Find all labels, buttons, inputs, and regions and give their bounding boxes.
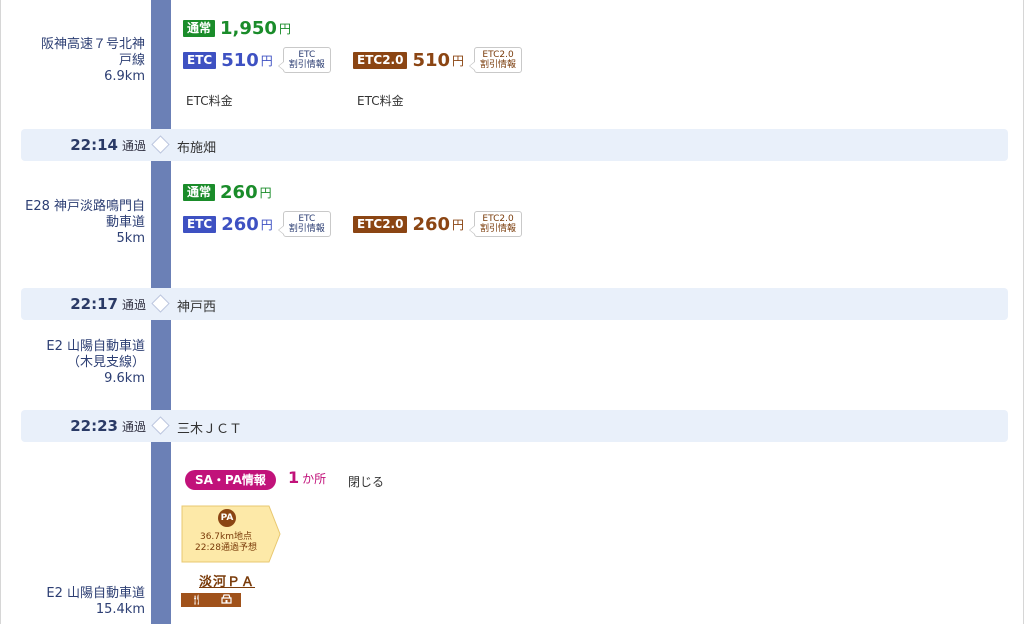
discount-label: 割引情報 <box>288 60 325 70</box>
normal-badge: 通常 <box>183 20 216 37</box>
normal-fare: 通常 260 円 <box>183 182 272 203</box>
pa-name-link[interactable]: 淡河ＰＡ <box>199 575 256 590</box>
segment-1-info: 阪神高速７号北神 戸線 6.9km <box>41 37 145 85</box>
discount-label: 割引情報 <box>480 60 517 70</box>
pass-label: 通過 <box>121 298 146 312</box>
etc2-badge: ETC2.0 <box>353 215 408 233</box>
road-name: 動車道 <box>105 215 145 230</box>
distance: 9.6km <box>104 371 145 386</box>
pass-label: 通過 <box>121 139 146 153</box>
normal-amount: 1,950 <box>220 18 277 39</box>
etc-fare: ETC 510 円 ETC 割引情報 <box>183 47 331 73</box>
interchange-name: 布施畑 <box>177 141 217 156</box>
time-value: 22:14 <box>70 136 118 154</box>
sapa-info-toggle[interactable]: SA・PA情報 <box>185 470 276 490</box>
pa-position: 36.7km地点 <box>199 532 253 542</box>
discount-label: ETC <box>298 214 316 224</box>
road-name: 阪神高速７号北神 <box>40 37 145 52</box>
distance: 5km <box>116 231 145 246</box>
segment-4-info: E2 山陽自動車道 15.4km <box>46 586 145 618</box>
pass-label: 通過 <box>121 420 146 434</box>
road-name: E2 山陽自動車道 <box>46 339 145 354</box>
normal-fare: 通常 1,950 円 <box>183 18 291 39</box>
pa-card-shape <box>181 505 281 563</box>
etc-discount-info-button[interactable]: ETC 割引情報 <box>277 47 331 73</box>
distance: 15.4km <box>95 602 145 617</box>
etc2-amount: 260 <box>412 213 451 235</box>
road-name: E28 神戸淡路鳴門自 <box>25 199 145 214</box>
waypoint-diamond-icon <box>151 294 170 313</box>
yen-unit: 円 <box>452 217 465 232</box>
etc-discount-info-button[interactable]: ETC 割引情報 <box>277 211 331 237</box>
discount-label: 割引情報 <box>288 224 325 234</box>
etc-badge: ETC <box>183 51 217 69</box>
pa-eta: 22:28通過予想 <box>195 543 257 553</box>
road-name: E2 山陽自動車道 <box>46 586 145 601</box>
yen-unit: 円 <box>259 186 272 200</box>
count-value: 1 <box>288 468 300 487</box>
close-sapa-button[interactable]: 閉じる <box>348 475 385 489</box>
etc2-badge: ETC2.0 <box>353 51 408 69</box>
yen-unit: 円 <box>452 53 465 68</box>
etc2-note: ETC料金 <box>357 94 404 108</box>
pa-card-text: 36.7km地点 22:28通過予想 <box>181 532 271 554</box>
etc-badge: ETC <box>183 215 217 233</box>
discount-label: ETC2.0 <box>482 50 514 60</box>
interchange-name: 三木ＪＣＴ <box>177 422 243 437</box>
etc-amount: 260 <box>221 213 259 235</box>
normal-badge: 通常 <box>183 184 216 201</box>
segment-3-info: E2 山陽自動車道 （木見支線） 9.6km <box>46 339 145 387</box>
etc-fare: ETC 260 円 ETC 割引情報 <box>183 211 331 237</box>
etc2-fare: ETC2.0 510 円 ETC2.0 割引情報 <box>353 47 523 73</box>
waypoint-diamond-icon <box>151 416 170 435</box>
time-value: 22:23 <box>70 417 118 435</box>
etc2-fare: ETC2.0 260 円 ETC2.0 割引情報 <box>353 211 523 237</box>
segment-2-info: E28 神戸淡路鳴門自 動車道 5km <box>25 199 145 247</box>
time-value: 22:17 <box>70 295 118 313</box>
normal-amount: 260 <box>220 182 258 203</box>
discount-label: 割引情報 <box>480 224 517 234</box>
etc2-amount: 510 <box>412 49 451 71</box>
road-name: 戸線 <box>118 53 145 68</box>
parking-area-icon: PA <box>218 509 236 527</box>
count-unit: か所 <box>302 472 327 486</box>
waypoint-diamond-icon <box>151 135 170 154</box>
facility-icons: 🍴︎ <box>181 593 241 607</box>
yen-unit: 円 <box>278 22 291 36</box>
discount-label: ETC <box>298 50 316 60</box>
etc-note: ETC料金 <box>186 94 233 108</box>
etc2-discount-info-button[interactable]: ETC2.0 割引情報 <box>469 47 523 73</box>
pa-card[interactable]: PA 36.7km地点 22:28通過予想 <box>181 505 281 563</box>
etc-amount: 510 <box>221 49 259 71</box>
yen-unit: 円 <box>260 217 273 232</box>
etc2-discount-info-button[interactable]: ETC2.0 割引情報 <box>469 211 523 237</box>
restaurant-icon: 🍴︎ <box>190 594 203 606</box>
yen-unit: 円 <box>260 53 273 68</box>
discount-label: ETC2.0 <box>482 214 514 224</box>
road-name: （木見支線） <box>66 355 145 370</box>
shop-icon <box>221 593 232 607</box>
interchange-name: 神戸西 <box>177 300 217 315</box>
distance: 6.9km <box>104 69 145 84</box>
